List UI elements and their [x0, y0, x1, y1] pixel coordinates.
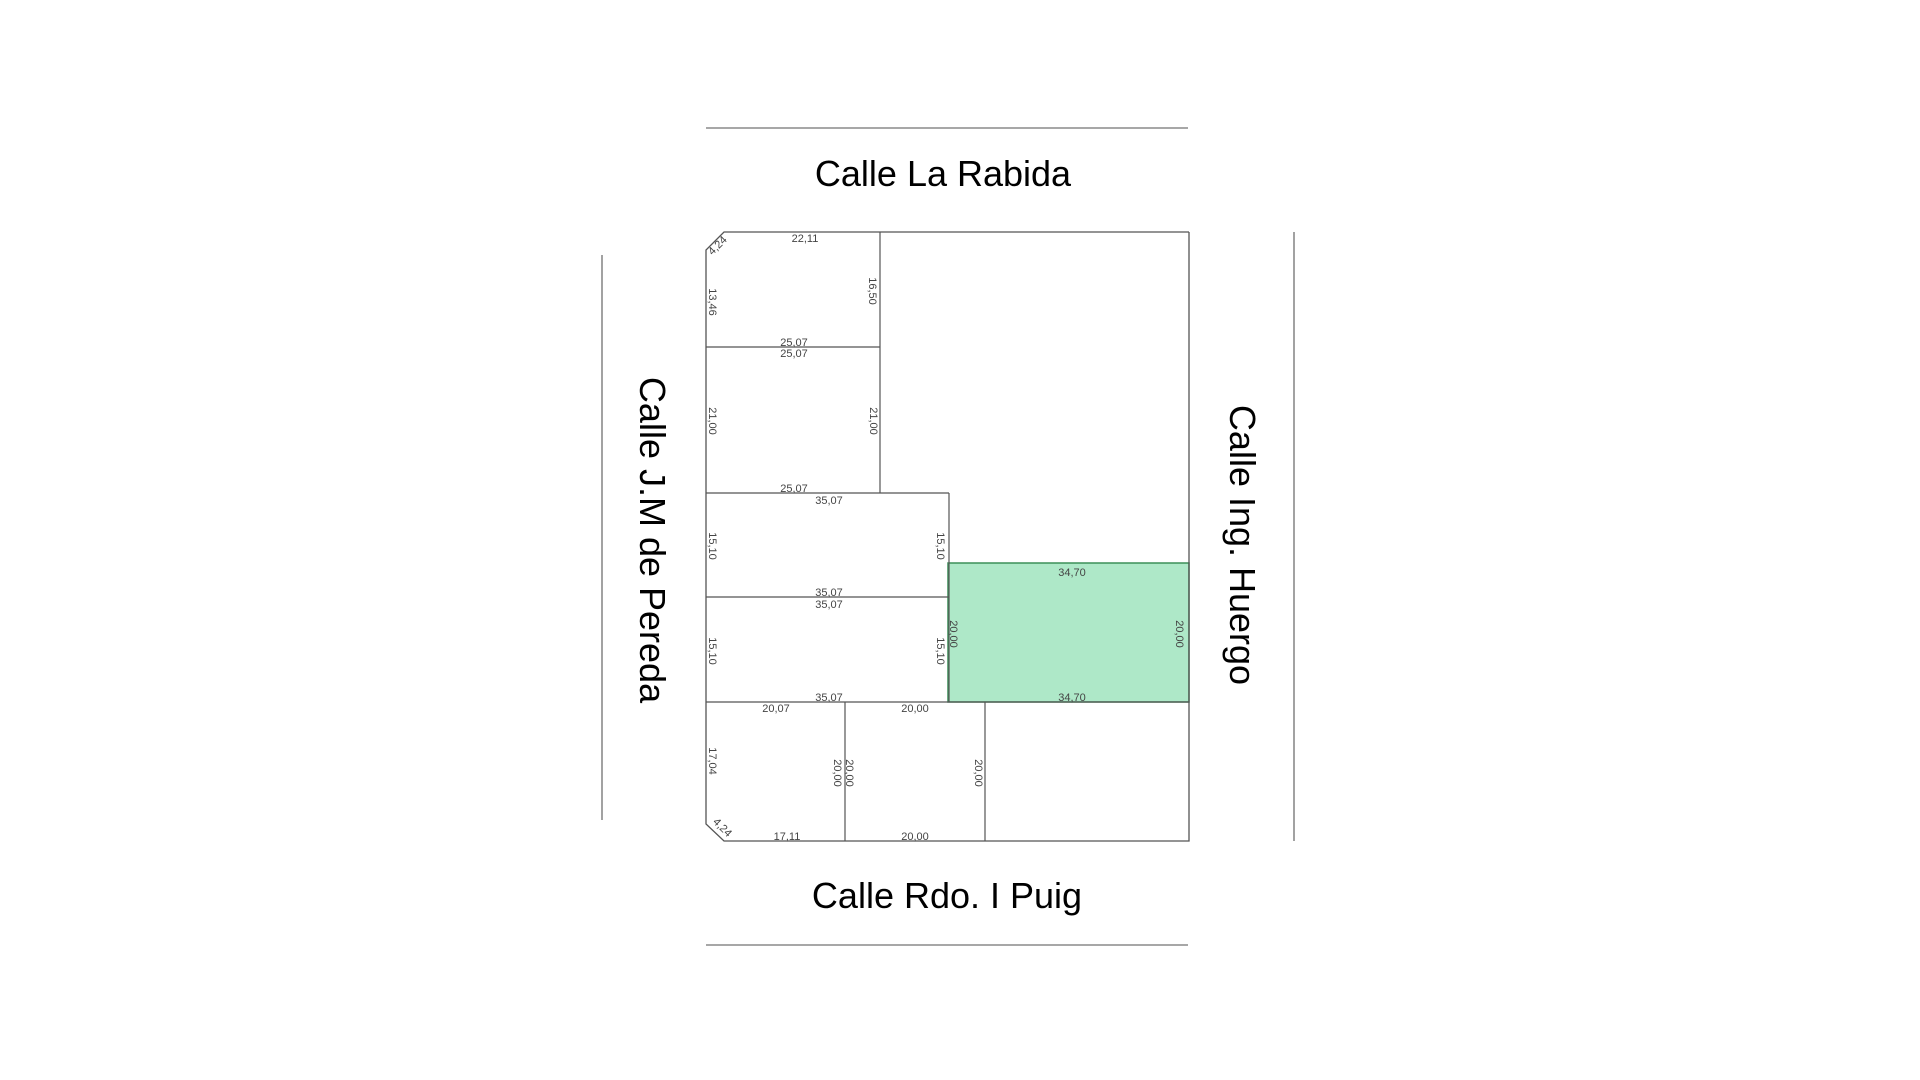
- dimension-label: 17,11: [774, 831, 801, 843]
- dimension-label: 13,46: [706, 288, 718, 316]
- street-name-left: Calle J.M de Pereda: [632, 377, 673, 704]
- street-name-right: Calle Ing. Huergo: [1222, 405, 1263, 685]
- dimension-label: 34,70: [1058, 692, 1086, 704]
- dimension-label: 22,11: [792, 233, 819, 245]
- dimension-label: 20,00: [972, 759, 984, 787]
- dimension-label: 21,00: [706, 407, 718, 435]
- dimension-label: 20,00: [843, 759, 855, 787]
- dimension-label: 20,00: [901, 703, 929, 715]
- dimension-label: 4,24: [706, 234, 730, 258]
- dimension-label: 20,00: [1173, 620, 1185, 648]
- dimension-label: 25,07: [780, 337, 808, 349]
- dimension-label: 35,07: [815, 692, 843, 704]
- dimension-label: 20,07: [762, 703, 790, 715]
- street-name-bottom: Calle Rdo. I Puig: [812, 875, 1082, 916]
- dimension-label: 20,00: [947, 620, 959, 648]
- dimension-label: 20,00: [831, 759, 843, 787]
- dimension-label: 20,00: [901, 831, 929, 843]
- dimension-label: 21,00: [867, 407, 879, 435]
- highlighted-parcel[interactable]: [947, 562, 1190, 703]
- dimension-label: 4,24: [710, 816, 734, 840]
- dimension-label: 25,07: [780, 348, 808, 360]
- dimension-label: 35,07: [815, 587, 843, 599]
- dimension-label: 15,10: [706, 637, 718, 665]
- dimension-label: 35,07: [815, 495, 843, 507]
- dimension-label: 35,07: [815, 599, 843, 611]
- dimension-label: 15,10: [934, 637, 946, 665]
- dimension-label: 25,07: [780, 483, 808, 495]
- block-boundary: [705, 231, 1190, 842]
- street-name-top: Calle La Rabida: [815, 153, 1072, 194]
- dimension-label: 16,50: [866, 277, 878, 305]
- dimension-label: 15,10: [934, 532, 946, 560]
- dimension-label: 17,04: [706, 747, 718, 775]
- dimension-label: 15,10: [706, 532, 718, 560]
- dimension-label: 34,70: [1058, 567, 1086, 579]
